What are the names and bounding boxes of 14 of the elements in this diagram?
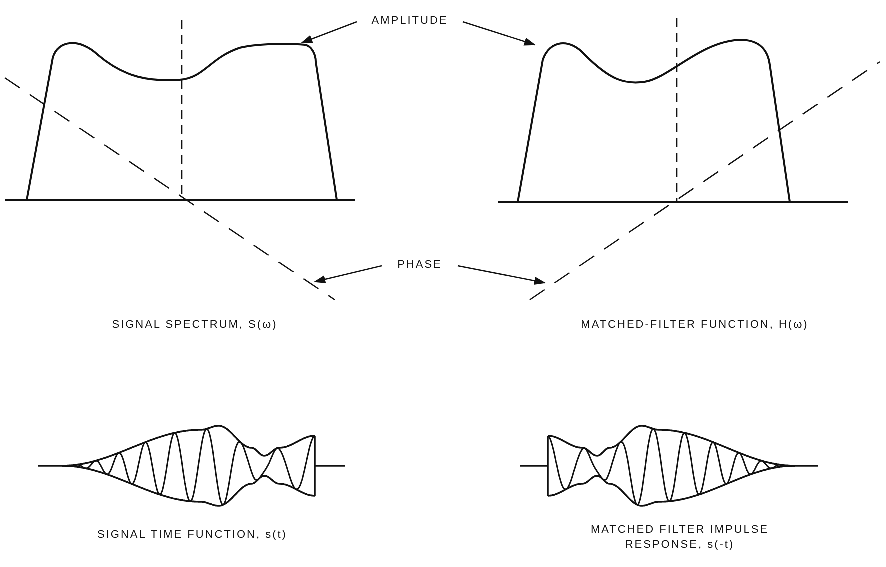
- figure-caption: SIGNAL SPECTRUM, S(ω): [111, 318, 279, 333]
- figure-caption: MATCHED FILTER IMPULSE RESPONSE, s(-t): [590, 523, 770, 553]
- callout-label: PHASE: [385, 258, 455, 273]
- phase-line: [4, 77, 336, 301]
- amplitude-curve: [26, 42, 338, 200]
- leader-line: [314, 265, 382, 284]
- figure-caption: SIGNAL TIME FUNCTION, s(t): [96, 528, 288, 543]
- callout-label: AMPLITUDE: [360, 14, 460, 29]
- leader-line: [300, 21, 358, 44]
- leader-line: [462, 21, 536, 46]
- amplitude-curve: [517, 39, 791, 202]
- phase-line: [530, 61, 880, 301]
- leader-line: [458, 265, 546, 285]
- figure-caption: MATCHED-FILTER FUNCTION, H(ω): [580, 318, 810, 333]
